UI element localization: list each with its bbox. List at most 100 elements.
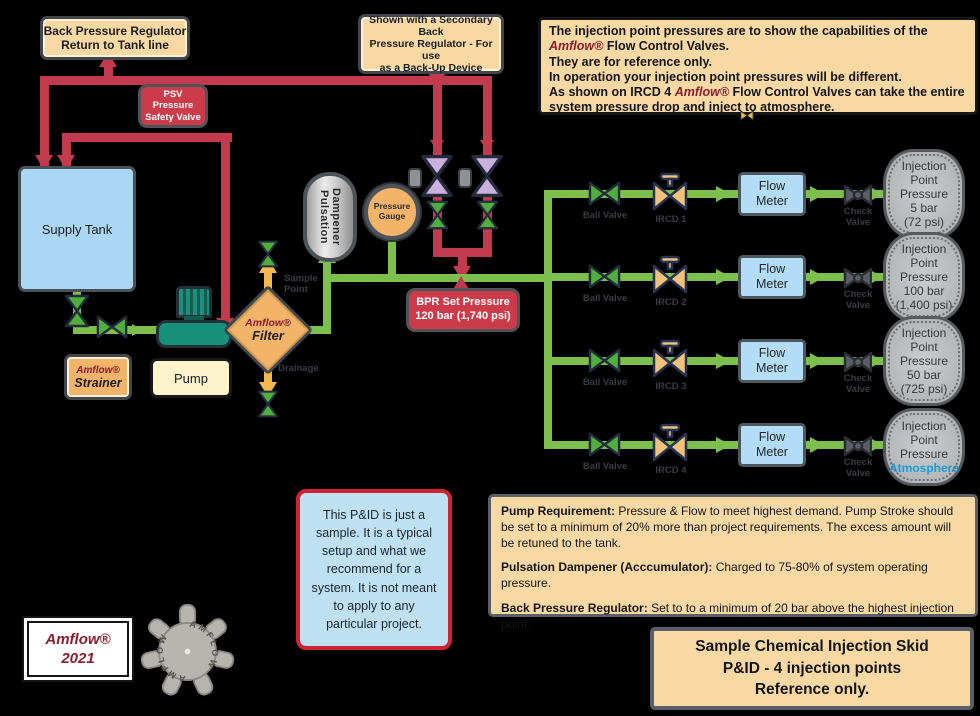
check-valve-label: Check Valve (843, 373, 873, 395)
check-valve-icon (843, 184, 873, 206)
pipe-filter-vent (264, 266, 272, 296)
flow-meter: Flow Meter (738, 255, 806, 299)
ircd-valve-icon (652, 255, 688, 294)
ball-valve-icon (588, 264, 621, 289)
flow-arrow-icon (872, 439, 883, 451)
pump-label: Pump (174, 370, 208, 386)
supply-tank: Supply Tank (18, 166, 136, 292)
injection-line-2: Ball Valve IRCD 2 Flow Meter Check Valve… (548, 232, 968, 322)
flow-arrow-icon (872, 271, 883, 283)
flow-arrow-icon (716, 437, 731, 453)
check-valve-label: Check Valve (843, 206, 873, 228)
injection-line-3: Ball Valve IRCD 3 Flow Meter Check Valve… (548, 316, 968, 406)
logo-brand: Amflow® (45, 630, 111, 648)
dampener-label: Pulsation Dampener (318, 188, 342, 246)
filter-label: Filter (252, 327, 284, 343)
injection-point-label: Injection Point Pressure 5 bar (72 psi) (899, 158, 949, 230)
ircd-label: IRCD 4 (655, 465, 687, 476)
strainer-brand: Amflow® (76, 364, 120, 376)
ircd-valve-icon (652, 423, 688, 462)
pump-label-box: Pump (150, 358, 232, 398)
pulsation-dampener: Pulsation Dampener (303, 172, 357, 262)
requirements-note-box: Pump Requirement: Pressure & Flow to mee… (488, 494, 978, 631)
pipe-callout-stub (104, 64, 113, 78)
note-label: Pump Requirement: (501, 504, 616, 518)
check-valve-label: Check Valve (843, 457, 873, 479)
flow-arrow-icon (132, 324, 143, 336)
flow-arrow-icon (480, 140, 494, 151)
psv-label: PSV Pressure Safety Valve (138, 84, 208, 128)
flow-arrow-icon (716, 353, 731, 369)
filter: Amflow® Filter (222, 284, 314, 376)
drainage-label: Drainage (278, 363, 319, 374)
note-label: Pulsation Dampener (Acccumulator): (501, 560, 713, 575)
check-valve-icon (843, 267, 873, 289)
bpr-return-callout: Back Pressure Regulator Return to Tank l… (40, 16, 190, 60)
injection-point: Injection Point Pressure 100 bar (1,400 … (883, 232, 965, 322)
sample-note-box: This P&ID is just a sample. It is a typi… (296, 489, 452, 650)
bpr-isolation-valve-icon (426, 200, 449, 230)
pipe-gauge-stub (388, 238, 396, 278)
brand-text: Amflow® (674, 85, 730, 99)
info-line: The injection point pressures are to sho… (549, 24, 928, 38)
pipe-riser (323, 258, 331, 334)
ball-valve-label: Ball Valve (582, 210, 628, 221)
ball-valve-label: Ball Valve (582, 377, 628, 388)
filter-drain-valve-icon (257, 390, 279, 418)
strainer-icon (96, 315, 128, 339)
bpr-actuator (458, 168, 472, 188)
info-line: Flow Control Valves. (603, 39, 730, 54)
secondary-bpr-icon (471, 154, 503, 198)
note-label: Back Pressure Regulator: (501, 601, 648, 616)
check-valve-label: Check Valve (843, 289, 873, 311)
bpr-set-pressure-label: BPR Set Pressure 120 bar (1,740 psi) (406, 288, 520, 332)
info-line: system pressure drop and inject to atmos… (549, 100, 835, 115)
ball-valve-icon (588, 181, 621, 206)
note-text: Charged to 75-80% of system operating pr… (501, 560, 928, 591)
back-pressure-regulator-icon (421, 154, 453, 198)
flow-arrow-icon (872, 188, 883, 200)
injection-point-label: Injection Point Pressure 50 bar (725 psi… (899, 325, 949, 397)
bpr-actuator (408, 168, 422, 188)
title-block: Sample Chemical Injection Skid P&ID - 4 … (650, 627, 974, 710)
info-box: The injection point pressures are to sho… (538, 17, 978, 115)
flow-arrow-icon (716, 269, 731, 285)
pipe-bpr-return-top (40, 76, 492, 85)
title-line-1: Sample Chemical Injection Skid (695, 637, 929, 655)
secondary-bpr-callout: Shown with a Secondary Back Pressure Reg… (358, 14, 504, 74)
injection-line-4: Ball Valve IRCD 4 Flow Meter Check Valve… (548, 400, 968, 490)
pump-motor (176, 286, 212, 318)
pressure-gauge: Pressure Gauge (364, 184, 420, 240)
pipe-bpr-junction-stub (458, 252, 467, 270)
gear-logo: AMFLOW AMFLOW (140, 604, 235, 696)
strainer-label: Strainer (74, 375, 122, 390)
flow-arrow-icon (430, 140, 444, 151)
ircd-label: IRCD 2 (655, 297, 687, 308)
pipe-bpr-branch-left (433, 76, 442, 160)
pipe-bpr-branch-right (483, 76, 492, 160)
pipe-psv-return-drop (62, 133, 71, 170)
filter-vent-valve-icon (257, 240, 279, 268)
ball-valve-label: Ball Valve (582, 293, 628, 304)
flow-arrow-icon (872, 355, 883, 367)
flow-meter: Flow Meter (738, 423, 806, 467)
info-line: In operation your injection point pressu… (549, 69, 902, 84)
info-line: They are for reference only. (549, 54, 713, 69)
check-valve-icon (843, 351, 873, 373)
injection-point-label: Injection Point Pressure 100 bar (1,400 … (895, 241, 953, 313)
sample-note-text: This P&ID is just a sample. It is a typi… (311, 508, 437, 631)
injection-point: Injection Point Pressure 50 bar (725 psi… (883, 316, 965, 406)
supply-tank-label: Supply Tank (41, 221, 113, 237)
pipe-psv-line (62, 133, 232, 142)
injection-line-1: Ball Valve IRCD 1 Flow Meter Check Valve… (548, 149, 968, 239)
pipe-pump-discharge-riser (221, 133, 230, 321)
title-line-2: P&ID - 4 injection points (722, 659, 902, 677)
flow-arrow-icon (810, 353, 825, 369)
flow-arrow-icon (810, 437, 825, 453)
info-line: As shown on IRCD 4 (549, 85, 675, 99)
note-text: Pressure & Flow to meet highest demand. … (501, 504, 954, 550)
ircd-valve-icon (652, 339, 688, 378)
ball-valve-icon (588, 432, 621, 457)
